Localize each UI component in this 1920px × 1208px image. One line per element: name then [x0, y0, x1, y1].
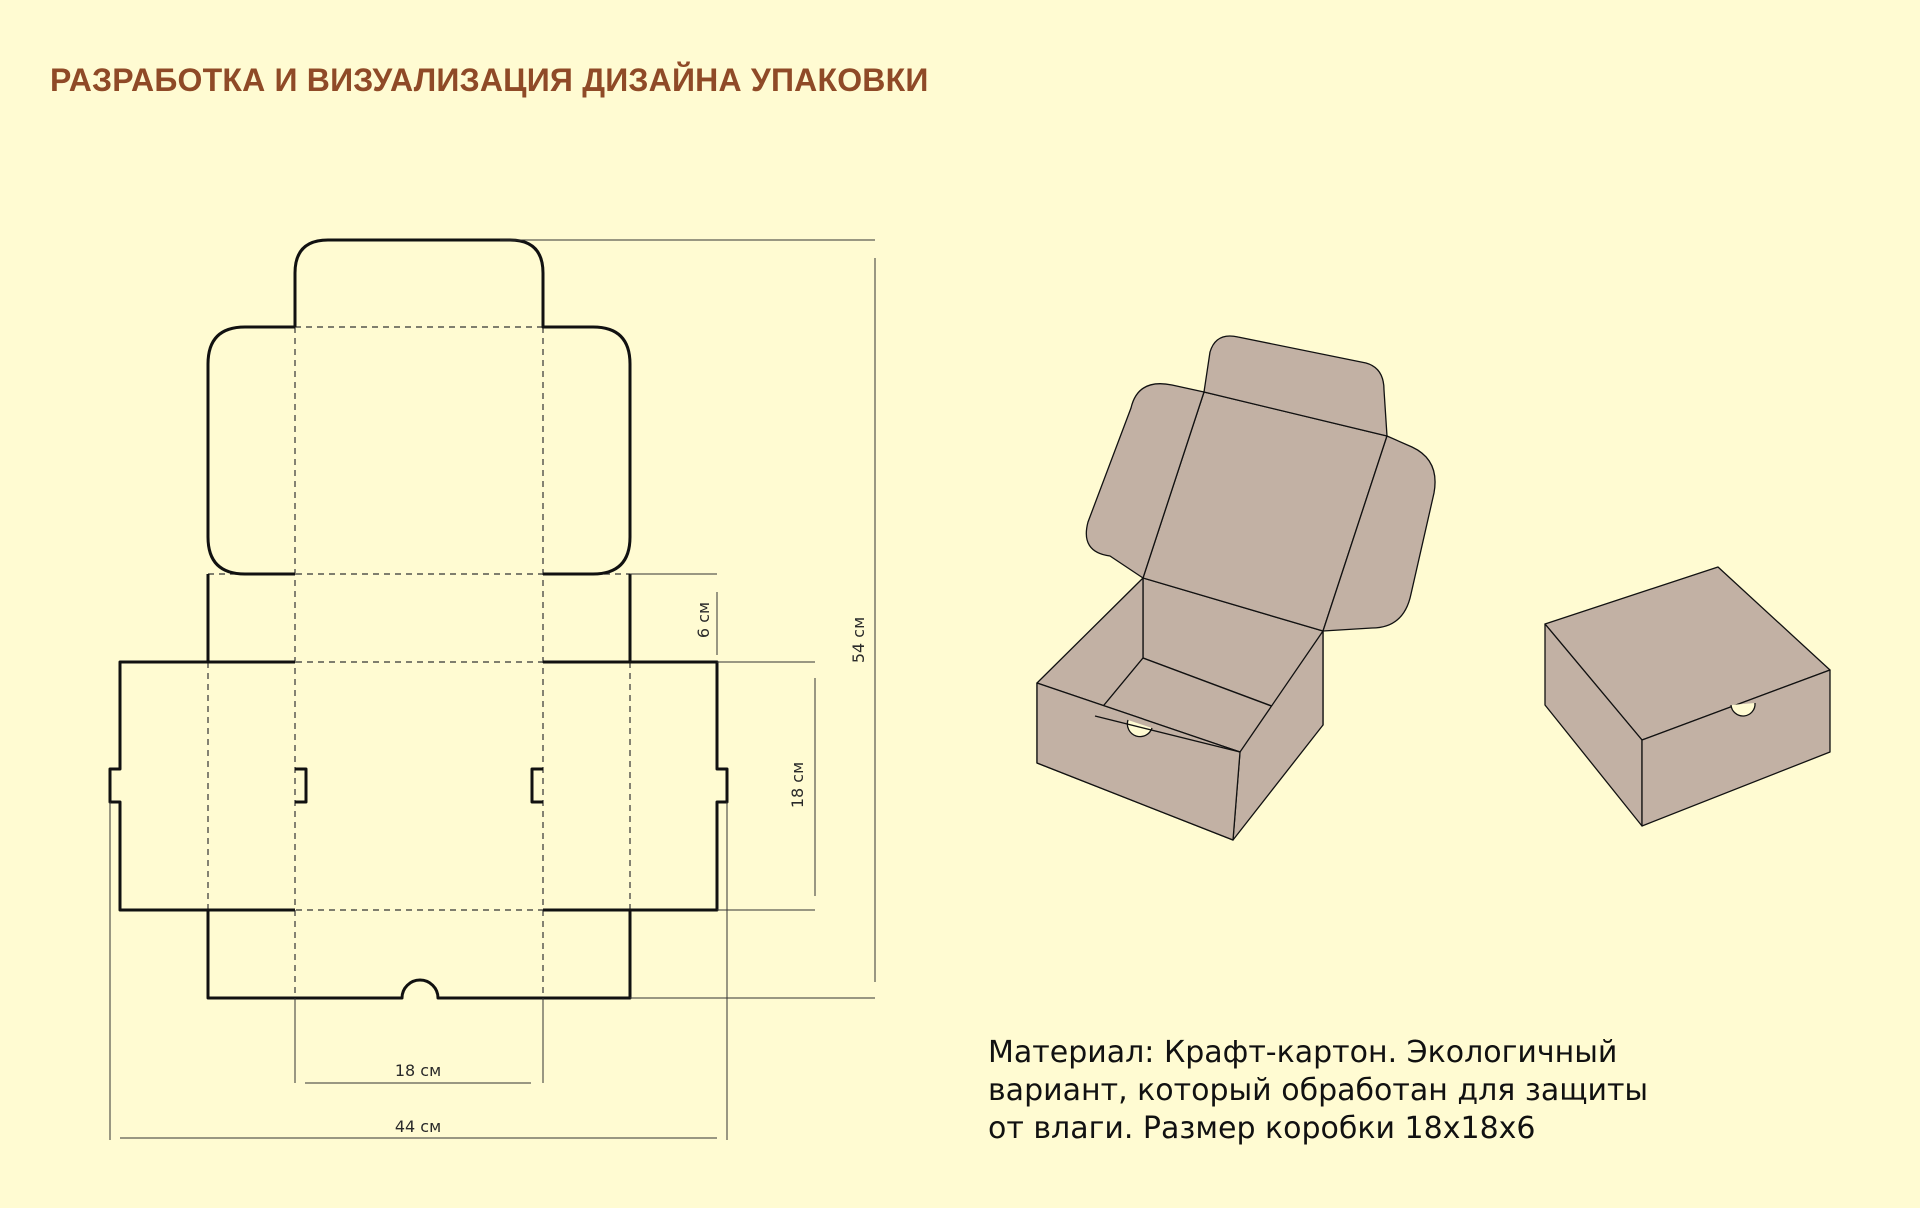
- lid-left-flap: [1085, 383, 1205, 579]
- right-side-outline: [543, 660, 729, 912]
- closed-box-illustration: [1544, 566, 1831, 827]
- front-panel-outline: [206, 910, 632, 1000]
- dim-label-total-width: 44 см: [395, 1117, 441, 1136]
- open-box-illustration: [1036, 335, 1436, 841]
- dim-label-side-height: 6 см: [694, 602, 713, 638]
- left-side-outline: [108, 660, 295, 912]
- dim-label-depth: 18 см: [788, 762, 807, 808]
- dimension-lines: [109, 239, 876, 1140]
- box-dieline: 6 см 18 см 54 см 18 см 44 см: [108, 238, 876, 1140]
- description-line: Материал: Крафт-картон. Экологичный: [988, 1035, 1618, 1070]
- dim-label-total-height: 54 см: [849, 617, 868, 663]
- right-slot: [530, 767, 543, 804]
- page-title: РАЗРАБОТКА И ВИЗУАЛИЗАЦИЯ ДИЗАЙНА УПАКОВ…: [50, 62, 929, 98]
- material-description: Материал: Крафт-картон. Экологичный вари…: [988, 1034, 1748, 1148]
- front-wall: [1036, 682, 1241, 841]
- lid-outline: [293, 238, 632, 576]
- left-slot: [295, 767, 308, 804]
- lid-tuck-flap: [1203, 335, 1388, 437]
- description-line: от влаги. Размер коробки 18x18x6: [988, 1111, 1536, 1146]
- dim-label-width: 18 см: [395, 1061, 441, 1080]
- closed-box-front-wall: [1641, 669, 1831, 827]
- lid-right-flap: [1322, 435, 1436, 632]
- description-line: вариант, который обработан для защиты: [988, 1073, 1649, 1108]
- cut-lines: [108, 238, 729, 1000]
